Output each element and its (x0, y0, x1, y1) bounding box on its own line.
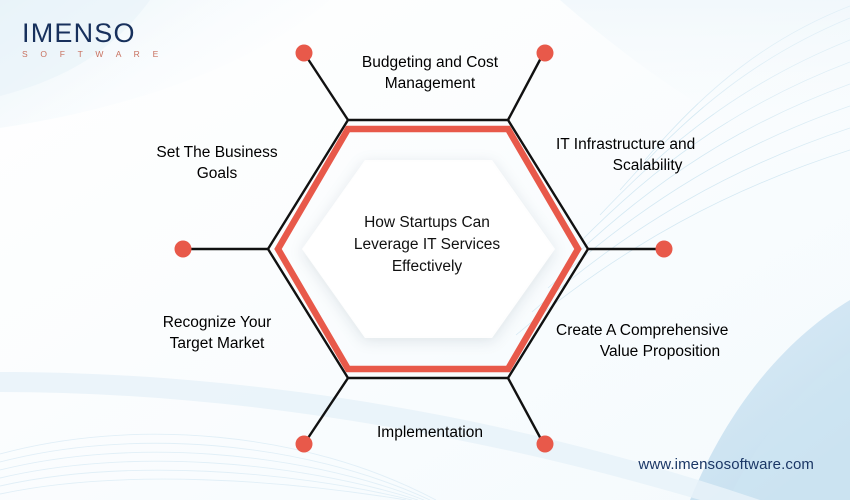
node-label-infrastructure-line1: IT Infrastructure and (556, 136, 696, 153)
node-label-business-goals-line1: Set The Business (156, 144, 278, 161)
node-label-target-market: Recognize Your Target Market (132, 312, 302, 355)
logo-tagline: S O F T W A R E (22, 49, 164, 59)
node-dot-target-market (295, 435, 313, 453)
website-url[interactable]: www.imensosoftware.com (638, 456, 814, 473)
node-label-budgeting: Budgeting and Cost Management (345, 52, 515, 95)
node-label-business-goals-line2: Goals (196, 165, 238, 183)
node-dot-budgeting (295, 44, 313, 62)
logo-wordmark: IMENSO (22, 18, 136, 48)
node-dot-implementation (536, 435, 554, 453)
diagram-center-title: How Startups Can Leverage IT Services Ef… (318, 212, 536, 278)
node-label-infrastructure-line2: Scalability (612, 157, 683, 175)
node-label-value-prop-line1: Create A Comprehensive (556, 322, 729, 339)
center-title-line3: Effectively (391, 258, 463, 275)
node-dot-infrastructure (536, 44, 554, 62)
node-label-target-market-line2: Target Market (169, 335, 265, 353)
node-label-target-market-line1: Recognize Your (162, 314, 272, 331)
spoke-top-right (506, 55, 544, 121)
node-label-implementation-line1: Implementation (377, 424, 483, 441)
accent-hexagon (274, 125, 582, 373)
center-title-line2: Leverage IT Services (353, 236, 501, 253)
node-label-value-prop: Create A Comprehensive Value Proposition (556, 320, 771, 363)
node-label-business-goals: Set The Business Goals (132, 142, 302, 185)
outer-hexagon (266, 118, 590, 380)
node-dot-business-goals (174, 240, 192, 258)
inner-hexagon-fill (303, 162, 553, 336)
spoke-bottom-right (506, 377, 544, 442)
node-dot-value-prop (655, 240, 673, 258)
node-label-value-prop-line2: Value Proposition (599, 343, 721, 361)
spoke-bottom-left (305, 377, 349, 442)
node-label-budgeting-line1: Budgeting and Cost (361, 54, 499, 71)
node-label-infrastructure: IT Infrastructure and Scalability (556, 134, 756, 177)
node-label-implementation: Implementation (345, 422, 515, 443)
brand-logo: IMENSO S O F T W A R E (22, 20, 172, 59)
node-label-budgeting-line2: Management (384, 75, 476, 93)
center-title-line1: How Startups Can (364, 214, 490, 231)
spoke-top-left (304, 55, 350, 121)
